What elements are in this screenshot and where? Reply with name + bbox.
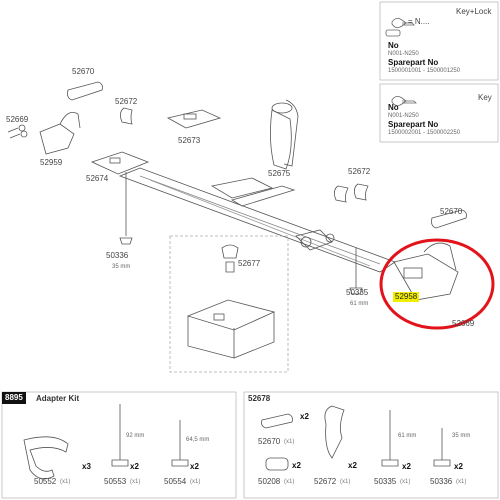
kit-part-50335-bolt [381,410,399,467]
adapter-kit-code: 8895 [2,392,26,404]
part-52672-left-strap [120,107,133,125]
kit-part-50208-label: 50208 [258,477,281,486]
arm-handle [210,177,296,207]
adapter-part-50554-bolt [171,420,189,467]
part-52673-bracket [166,109,222,129]
adapter-mult-50553: x2 [130,462,139,471]
key-no-label: No [388,103,399,112]
part-50335-bolt [349,248,363,295]
kit-mult-52672: x2 [348,461,357,470]
kit-part-52670-label: 52670 [258,437,281,446]
part-50336-bolt-left [119,172,133,245]
part-52959-wheel-holder [39,111,81,155]
highlight-ring [379,238,495,330]
key-lock-title: Key+Lock [456,7,492,16]
main-bar [118,167,396,273]
key-icon [385,18,415,37]
key-sparepart-value: 1500002001 - 1500002250 [388,130,461,136]
label-52672-right: 52672 [348,167,371,176]
kit-part-50208 [265,457,289,471]
key-title: Key [478,93,492,102]
label-50335: 50335 [346,288,369,297]
adapter-part-50552-label: 50552 [34,477,57,486]
label-52670-top: 52670 [72,67,95,76]
kit-part-50336-label: 50336 [430,477,453,486]
kit-qty-52670: (x1) [284,439,295,445]
key-lock-no-label: No [388,41,399,50]
kit-52678-box [243,391,499,499]
kit-qty-50335: (x1) [400,479,411,485]
kit-qty-50336: (x1) [456,479,467,485]
kit-mult-50336: x2 [454,462,463,471]
label-52669-left: 52669 [6,115,29,124]
label-52670-right: 52670 [440,207,463,216]
part-52670-right-pad [431,209,467,229]
label-52959: 52959 [40,158,63,167]
key-only-icon [391,96,417,106]
adapter-part-50553-bolt [111,404,129,467]
adapter-len-64: 64,5 mm [186,437,210,443]
label-52669-right: 52669 [452,319,475,328]
frame-holder-52675 [270,99,299,170]
adapter-kit-box [1,391,237,499]
adapter-part-50552 [23,436,69,480]
key-lock-no-value: N001-N250 [388,51,419,57]
key-sparepart-label: Sparepart No [388,120,439,129]
label-52677: 52677 [238,259,261,268]
label-50336: 50336 [106,251,129,260]
detail-knob-52677 [221,244,239,273]
detail-inset [169,235,289,373]
key-lock-sparepart-label: Sparepart No [388,58,439,67]
label-35mm: 35 mm [112,264,131,270]
label-61mm: 61 mm [350,301,369,307]
part-52672-right-strap [334,183,369,203]
kit-qty-50208: (x1) [284,479,295,485]
kit-mult-50208: x2 [292,461,301,470]
part-52670-top-pad [67,81,103,101]
adapter-qty-50552: (x1) [60,479,71,485]
key-lock-box [379,1,499,81]
kit-part-52672 [324,405,345,459]
adapter-mult-50552: x3 [82,462,91,471]
kit-mult-50335: x2 [402,462,411,471]
kit-52678-code: 52678 [248,394,271,403]
label-52958-highlighted: 52958 [393,292,420,302]
adapter-qty-50554: (x1) [190,479,201,485]
kit-part-52670 [261,413,293,429]
kit-part-50336-bolt [433,428,451,467]
adapter-kit-title: Adapter Kit [36,394,80,403]
key-box [379,83,499,143]
detail-mount-block [186,299,276,359]
adapter-part-50554-label: 50554 [164,477,187,486]
label-52672-left: 52672 [115,97,138,106]
adapter-mult-50554: x2 [190,462,199,471]
kit-qty-52672: (x1) [340,479,351,485]
label-52673: 52673 [178,136,201,145]
adapter-part-50553-label: 50553 [104,477,127,486]
kit-len-61: 61 mm [398,433,417,439]
kit-len-35: 35 mm [452,433,471,439]
adapter-qty-50553: (x1) [130,479,141,485]
label-52675: 52675 [268,169,291,178]
part-52669-screws [7,124,28,139]
kit-part-52672-label: 52672 [314,477,337,486]
kit-mult-52670: x2 [300,412,309,421]
key-lock-symbol: = N.... [408,17,430,26]
part-52674-plate [90,151,150,175]
key-lock-sparepart-value: 1500001001 - 1500001250 [388,68,461,74]
adapter-len-92: 92 mm [126,433,145,439]
clamp-mechanism [295,229,335,251]
kit-part-50335-label: 50335 [374,477,397,486]
key-no-value: N001-N250 [388,113,419,119]
label-52674: 52674 [86,174,109,183]
